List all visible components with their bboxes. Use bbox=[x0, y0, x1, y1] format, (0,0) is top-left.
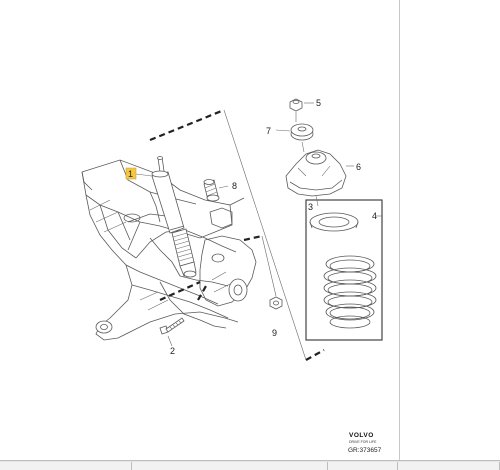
guide-lines bbox=[135, 108, 382, 361]
bottom-segment-3[interactable] bbox=[328, 462, 398, 470]
label-part-1[interactable]: 1 bbox=[128, 169, 133, 179]
label-part-5[interactable]: 5 bbox=[316, 98, 321, 108]
label-part-6[interactable]: 6 bbox=[356, 162, 361, 172]
bottom-segment-2[interactable] bbox=[132, 462, 328, 470]
parts-diagram: .ln { stroke:#5a5a5a; stroke-width:0.8; … bbox=[81, 98, 383, 454]
subframe-drawing bbox=[81, 159, 257, 341]
brand-tagline: DRIVE FOR LIFE bbox=[349, 440, 377, 444]
bottom-segment-4[interactable] bbox=[398, 462, 500, 470]
label-part-9[interactable]: 9 bbox=[272, 328, 277, 338]
right-panel bbox=[400, 0, 500, 460]
bump-stop bbox=[203, 179, 229, 202]
bottom-scrollbar[interactable] bbox=[0, 460, 500, 470]
label-part-2[interactable]: 2 bbox=[170, 346, 175, 356]
brand-block: VOLVO DRIVE FOR LIFE GR:373657 bbox=[348, 432, 382, 454]
reference-code: GR:373657 bbox=[348, 447, 382, 454]
brand-logo: VOLVO bbox=[349, 432, 374, 439]
bottom-segment-1[interactable] bbox=[0, 462, 132, 470]
spring-frame bbox=[305, 199, 383, 341]
label-part-3[interactable]: 3 bbox=[308, 202, 313, 212]
diagram-area: .ln { stroke:#5a5a5a; stroke-width:0.8; … bbox=[81, 98, 383, 454]
top-nut bbox=[289, 98, 314, 112]
shock-absorber bbox=[151, 156, 197, 278]
top-mount bbox=[285, 149, 354, 197]
bolt-part bbox=[159, 317, 185, 347]
bushing bbox=[275, 123, 314, 141]
label-part-8[interactable]: 8 bbox=[232, 181, 237, 191]
panel-divider bbox=[399, 0, 400, 460]
nut-part bbox=[269, 296, 283, 310]
part-labels: 1 2 3 4 5 6 7 8 9 bbox=[125, 98, 377, 356]
label-part-4[interactable]: 4 bbox=[372, 211, 377, 221]
part-1-highlight bbox=[125, 167, 137, 180]
label-part-7[interactable]: 7 bbox=[266, 126, 271, 136]
